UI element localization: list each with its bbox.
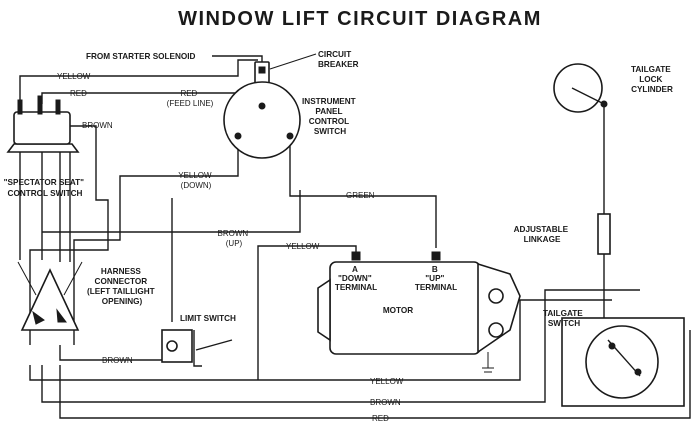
wire-brown-bottom bbox=[41, 289, 640, 403]
wire-red-bottom bbox=[59, 330, 691, 419]
tailgate-lock-cylinder-label: TAILGATE LOCK CYLINDER bbox=[631, 65, 673, 94]
motor-up-terminal-label: B "UP" TERMINAL bbox=[415, 265, 457, 292]
wire-green bbox=[289, 136, 437, 248]
circuit-breaker-leader bbox=[269, 53, 317, 70]
motor-label: MOTOR bbox=[383, 306, 413, 315]
motor-down-terminal-label: A "DOWN" TERMINAL bbox=[335, 265, 377, 292]
wire-yellow-bottom bbox=[29, 299, 612, 381]
instrument-panel-switch-label: INSTRUMENT PANEL CONTROL SWITCH bbox=[302, 97, 358, 136]
wire-label-yellow-motor: YELLOW bbox=[286, 242, 320, 251]
wire-yellow-down bbox=[73, 136, 239, 345]
limit-switch bbox=[161, 329, 233, 367]
wire-label-green: GREEN bbox=[346, 191, 375, 200]
wire-label-brown-up: BROWN (UP) bbox=[218, 229, 251, 248]
wiring bbox=[19, 55, 691, 419]
tailgate-switch bbox=[561, 317, 685, 407]
tailgate-lock-cylinder bbox=[553, 63, 608, 214]
instrument-panel-control-switch bbox=[223, 81, 301, 159]
harness-connector-label: HARNESS CONNECTOR (LEFT TAILLIGHT OPENIN… bbox=[87, 267, 157, 306]
wire-label-red-bottom: RED bbox=[372, 414, 389, 423]
wire-label-red-top: RED bbox=[70, 89, 87, 98]
spectator-seat-switch-label: "SPECTATOR SEAT" CONTROL SWITCH bbox=[4, 178, 87, 198]
diagram-title: WINDOW LIFT CIRCUIT DIAGRAM bbox=[178, 8, 542, 30]
tailgate-switch-label: TAILGATE SWITCH bbox=[543, 309, 585, 328]
limit-switch-label: LIMIT SWITCH bbox=[180, 314, 236, 323]
wire-yellow-top bbox=[19, 59, 258, 104]
wire-label-yellow-down: YELLOW (DOWN) bbox=[178, 171, 214, 190]
adjustable-linkage bbox=[597, 213, 611, 320]
wire-label-yellow-top: YELLOW bbox=[57, 72, 91, 81]
circuit-breaker-label: CIRCUIT BREAKER bbox=[318, 50, 359, 69]
starter-solenoid-label: FROM STARTER SOLENOID bbox=[86, 52, 196, 61]
spectator-seat-control-switch bbox=[6, 95, 80, 153]
motor bbox=[317, 251, 521, 373]
wire-label-red-feed: RED (FEED LINE) bbox=[167, 89, 214, 108]
wire-label-brown-left: BROWN bbox=[82, 121, 113, 130]
wire-brown-left bbox=[29, 125, 109, 345]
wire-label-brown-bottom: BROWN bbox=[370, 398, 401, 407]
wire-bundle-left bbox=[19, 104, 71, 262]
wire-label-brown-limit: BROWN bbox=[102, 356, 133, 365]
harness-connector bbox=[17, 261, 83, 331]
wire-label-yellow-bottom: YELLOW bbox=[370, 377, 404, 386]
adjustable-linkage-label: ADJUSTABLE LINKAGE bbox=[514, 225, 571, 244]
wire-brown-up-left bbox=[42, 190, 301, 233]
